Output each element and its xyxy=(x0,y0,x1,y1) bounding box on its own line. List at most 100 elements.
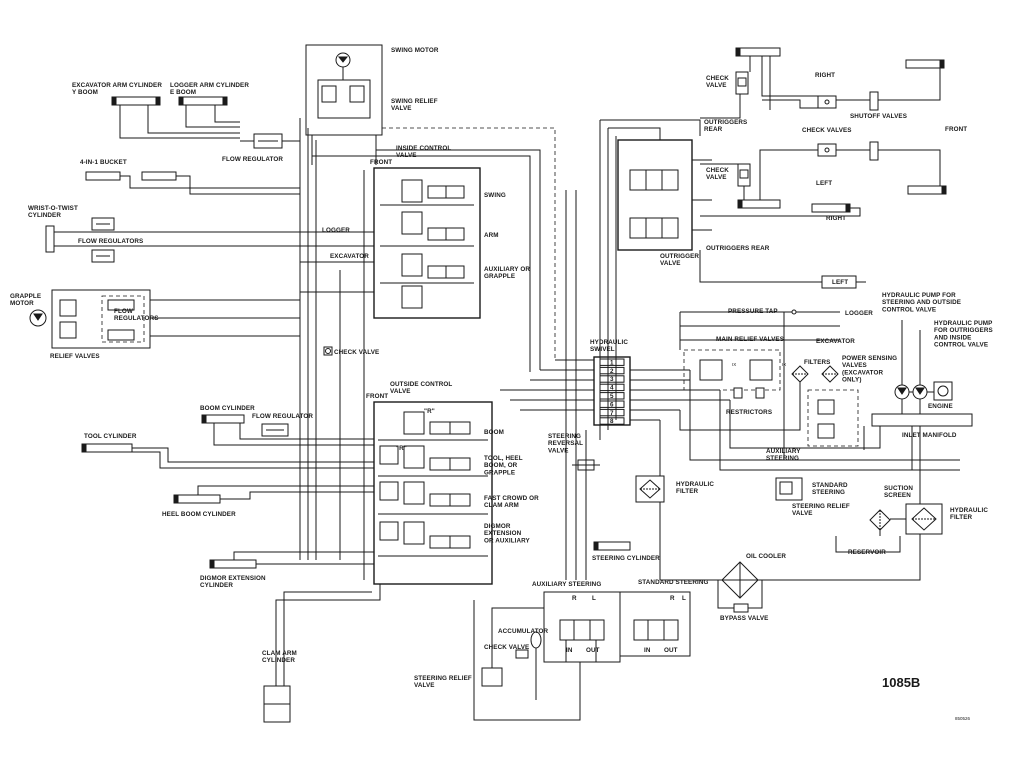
left-box-label: LEFT xyxy=(832,279,848,286)
swivel-port-number: 2 xyxy=(610,368,614,375)
inlet-manifold-label: INLET MANIFOLD xyxy=(902,432,957,439)
heel-boom-cylinder xyxy=(173,485,374,504)
out-right-label: OUT xyxy=(664,647,678,654)
in-right-label: IN xyxy=(644,647,651,654)
out-left-label: OUT xyxy=(586,647,600,654)
steering-relief-valve-bottom xyxy=(473,600,581,721)
main-relief-valves xyxy=(683,349,781,399)
swing-motor-group xyxy=(305,44,383,165)
steering-cylinder-label: STEERING CYLINDER xyxy=(592,555,660,562)
flow-regulator-top xyxy=(240,133,300,149)
small-code: 850526 xyxy=(955,716,971,721)
inside-control-valve xyxy=(373,167,481,319)
arm-label: ARM xyxy=(484,232,499,239)
engine xyxy=(927,381,953,401)
logger-arm-cylinder xyxy=(178,96,240,128)
engine-label: ENGINE xyxy=(928,403,953,410)
in-left-label: IN xyxy=(566,647,573,654)
excavator-right-label: EXCAVATOR xyxy=(816,338,855,345)
figure-number: 1085B xyxy=(882,675,920,690)
main-relief-valves-label: MAIN RELIEF VALVES xyxy=(716,336,784,343)
check-valves-label: CHECK VALVES xyxy=(802,127,852,134)
oil-cooler xyxy=(700,561,836,599)
flow-regulators-left xyxy=(91,217,115,263)
suction-screen xyxy=(869,509,891,531)
shutoff-valves xyxy=(869,91,879,161)
swing-label: SWING xyxy=(484,192,506,199)
steering-reversal-valve xyxy=(565,190,600,580)
clam-arm-cylinder xyxy=(263,584,381,723)
boom-cylinder-label: BOOM CYLINDER xyxy=(200,405,255,412)
l-left-label: L xyxy=(592,595,596,602)
outrigger-valve xyxy=(599,119,712,440)
grapple-motor-block xyxy=(29,289,300,349)
relief-valves-label: RELIEF VALVES xyxy=(50,353,100,360)
r-marker-a: "R" xyxy=(424,408,435,415)
swivel-port-number: 1 xyxy=(610,359,614,366)
flow-regulators-left-label: FLOW REGULATORS xyxy=(78,238,143,245)
swivel-port-number: 3 xyxy=(610,376,614,383)
flow-regulator-top-label: FLOW REGULATOR xyxy=(222,156,283,163)
boom-label: BOOM xyxy=(484,429,504,436)
auxiliary-steering-bottom-label: AUXILIARY STEERING xyxy=(532,581,601,588)
hydraulic-filter-left xyxy=(635,475,665,503)
tool-cylinder xyxy=(81,443,374,469)
swivel-port-number: 8 xyxy=(610,418,614,425)
power-sensing-valves xyxy=(807,389,859,447)
swivel-port-number: 5 xyxy=(610,393,614,400)
outside-control-valve xyxy=(373,401,493,585)
tool-cylinder-label: TOOL CYLINDER xyxy=(84,433,137,440)
left-top-label: LEFT xyxy=(816,180,832,187)
flow-regulator-mid-label: FLOW REGULATOR xyxy=(252,413,313,420)
outrigger-lines xyxy=(699,56,941,283)
filters-right xyxy=(791,365,839,383)
auxiliary-steering-bottom xyxy=(543,591,621,663)
r-left-label: R xyxy=(572,595,577,602)
hydraulic-filter-right xyxy=(905,503,943,535)
check-valve-bottom-label: CHECK VALVE xyxy=(484,644,529,651)
bypass-valve xyxy=(717,579,763,613)
logger-right-label: LOGGER xyxy=(845,310,873,317)
right-top-label: RIGHT xyxy=(815,72,835,79)
steering-cylinder xyxy=(593,541,631,551)
check-valve-bottom xyxy=(515,649,529,659)
accumulator-label: ACCUMULATOR xyxy=(498,628,549,635)
check-valve-tr2 xyxy=(737,163,751,187)
restrictors-label: RESTRICTORS xyxy=(726,409,772,416)
check-valve-mid-label: CHECK VALVE xyxy=(334,349,379,356)
logger-label: LOGGER xyxy=(322,227,350,234)
four-in-one-bucket-label: 4-IN-1 BUCKET xyxy=(80,159,127,166)
flow-regulator-mid xyxy=(261,423,289,437)
front-right-label: FRONT xyxy=(945,126,967,133)
reservoir-label: RESERVOIR xyxy=(848,549,886,556)
shutoff-valves-label: SHUTOFF VALVES xyxy=(850,113,907,120)
standard-steering-bottom-label: STANDARD STEERING xyxy=(638,579,709,586)
check-valves-right xyxy=(817,95,837,157)
swivel-port-number: 6 xyxy=(610,401,614,408)
reservoir xyxy=(835,518,906,553)
swivel-port-number: 7 xyxy=(610,410,614,417)
front-inside-label: FRONT xyxy=(370,159,392,166)
